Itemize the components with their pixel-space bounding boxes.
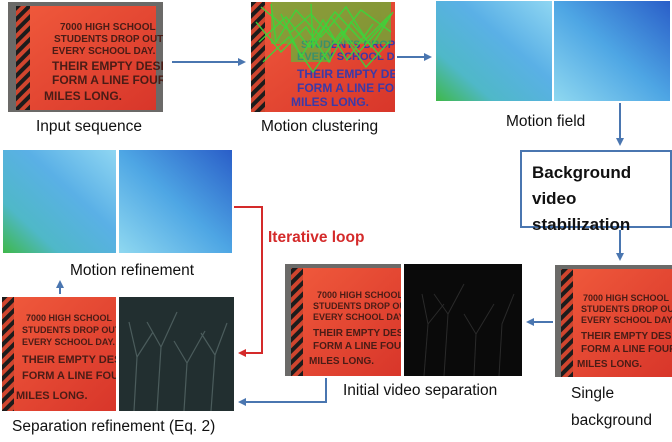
iterative-loop-arrow	[234, 206, 263, 357]
sign-line: STUDENTS DROP OUT	[313, 301, 401, 311]
sign-line: MILES LONG.	[16, 390, 88, 402]
sign-line: MILES LONG.	[44, 89, 122, 103]
stabilization-box: Background video stabilization	[520, 150, 672, 234]
separation-refinement-label: Separation refinement (Eq. 2)	[12, 418, 216, 435]
motion-refinement-label: Motion refinement	[70, 262, 195, 279]
single-background-label-1: Single	[571, 385, 615, 402]
iterative-loop-label: Iterative loop	[268, 229, 365, 246]
initial-separation-foreground-image: 7000 HIGH SCHOOL STUDENTS DROP OUT EVERY…	[285, 264, 401, 376]
initial-separation-label: Initial video separation	[343, 382, 498, 399]
separation-refinement-foreground-image: 7000 HIGH SCHOOL STUDENTS DROP OUT EVERY…	[2, 297, 116, 411]
sign-line: MILES LONG.	[309, 356, 374, 367]
sign-line: 7000 HIGH SCHOOL	[317, 290, 401, 300]
sign-line: EVERY SCHOOL DAY.	[52, 46, 156, 57]
sign-line: MILES LONG.	[291, 95, 369, 109]
sign-line: EVERY SCHOOL DAY.	[581, 315, 672, 325]
sign-line: FORM A LINE FOUR	[22, 370, 116, 382]
motion-field-label: Motion field	[506, 113, 586, 130]
motion-refinement-image-1	[3, 150, 116, 253]
sign-line: THEIR EMPTY DESKS	[22, 354, 116, 366]
sign-line: STUDENTS DROP OUT	[581, 304, 672, 314]
sign-line: THEIR EMPTY DESKS	[297, 67, 395, 81]
initial-separation-reflection-image	[404, 264, 522, 376]
sign-line: FORM A LINE FOUR	[313, 341, 401, 352]
separation-refinement-reflection-image	[119, 297, 234, 411]
sign-line: THEIR EMPTY DESKS	[313, 328, 401, 339]
sign-line: 7000 HIGH SCHOOL	[583, 293, 670, 303]
motion-clustering-label: Motion clustering	[261, 118, 379, 135]
sign-line: MILES LONG.	[577, 359, 642, 370]
motion-clustering-image: STUDENTS DROP OUT EVERY SCHOOL DAY. THEI…	[251, 2, 395, 112]
sign-line: THEIR EMPTY DESKS	[581, 331, 672, 342]
single-background-image: 7000 HIGH SCHOOL STUDENTS DROP OUT EVERY…	[555, 265, 672, 377]
motion-refinement-image-2	[119, 150, 232, 253]
sign-line: STUDENTS DROP OUT	[54, 34, 163, 45]
sign-line: 7000 HIGH SCHOOL	[26, 313, 113, 323]
sign-line: FORM A LINE FOUR	[297, 81, 395, 95]
sign-line: EVERY SCHOOL DAY.	[22, 337, 115, 347]
input-sequence-label: Input sequence	[36, 118, 143, 135]
motion-field-image-2	[554, 1, 670, 101]
sign-line: EVERY SCHOOL DAY.	[313, 312, 401, 322]
input-sequence-image: 7000 HIGH SCHOOL STUDENTS DROP OUT EVERY…	[8, 2, 163, 112]
stabilization-line2: stabilization	[532, 215, 631, 234]
sign-line: FORM A LINE FOUR	[52, 73, 163, 87]
motion-field-image-1	[436, 1, 552, 101]
single-background-label-2: background	[571, 412, 653, 429]
sign-line: 7000 HIGH SCHOOL	[60, 22, 156, 33]
sign-line: STUDENTS DROP OUT	[22, 325, 116, 335]
sign-line: FORM A LINE FOUR	[581, 344, 672, 355]
stabilization-line1: Background video	[532, 163, 632, 208]
arrow-separation-to-refinement	[238, 378, 327, 406]
sign-line: THEIR EMPTY DESKS	[52, 59, 163, 73]
